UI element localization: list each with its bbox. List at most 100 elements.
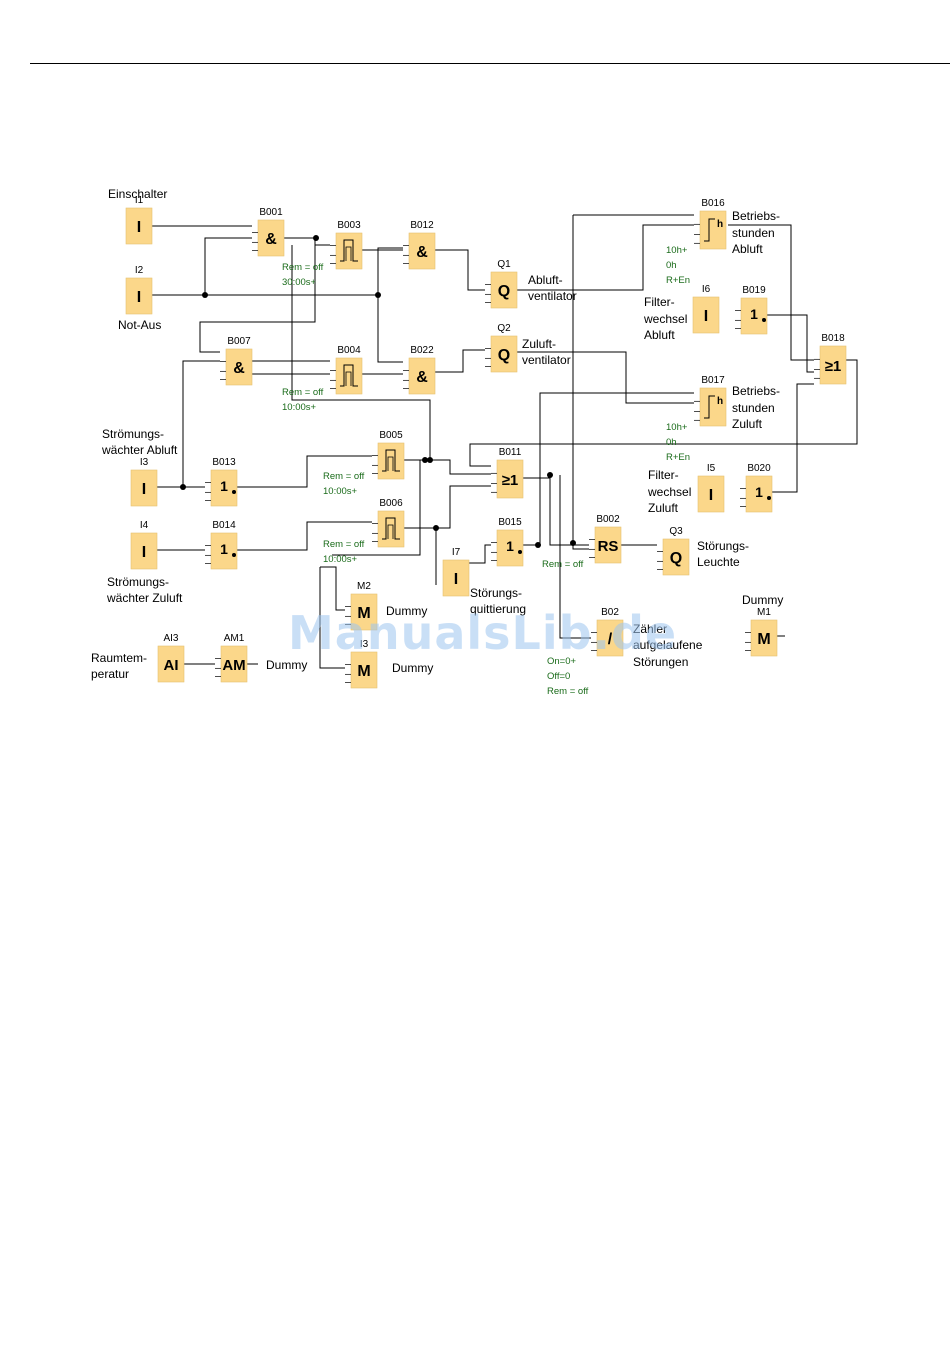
wire [332,460,421,556]
block-label-name2: wechsel [647,485,691,499]
wire [517,224,694,291]
block-id: I3 [360,639,369,650]
block-id: I7 [452,547,461,558]
block-label-name2: wächter Zuluft [106,591,183,605]
wire [767,314,814,373]
block-symbol: 1 [755,484,763,500]
block-id: AM1 [224,633,245,644]
wire [523,392,694,546]
block-body [125,207,153,245]
block-id: B001 [259,207,283,218]
param-p3: R+En [666,275,690,286]
block-label-name2: wechsel [643,312,687,326]
block-symbol: & [233,360,245,377]
block-id: B014 [212,520,236,531]
junction-dot [180,484,186,490]
block-label-name: Dummy [742,593,783,607]
block-symbol: & [416,244,428,261]
block-id: I6 [702,284,711,295]
block-id: B017 [701,375,725,386]
block-body [442,559,470,597]
hour-counter-icon [704,395,715,419]
block-symbol: M [757,631,770,648]
block-label-name2: stunden [732,226,775,240]
block-symbol: 1 [220,541,228,557]
pulse-icon [340,364,358,387]
block-body [125,277,153,315]
header-rule [30,63,950,64]
param-p1: Rem = off [323,539,365,550]
block-body [662,538,690,576]
wire [436,485,491,529]
param-p2: 30:00s+ [282,277,317,288]
block-label-name: Einschalter [108,187,167,201]
block-label-name2: quittierung [470,602,526,616]
pulse-icon-inner [345,371,352,386]
junction-dot [427,457,433,463]
block-symbol: I [137,219,141,236]
wire [237,455,372,488]
wire [572,215,589,550]
wire [284,237,330,246]
negation-dot [762,318,766,322]
block-body [157,645,185,683]
pulse-icon-inner [387,456,394,471]
param-p1: Rem = off [282,387,324,398]
block-body [496,459,524,499]
junction-dot [535,542,541,548]
block-label-name2: peratur [91,667,129,681]
block-id: B003 [337,220,361,231]
block-label-name1: Strömungs- [107,575,169,589]
wire [435,349,485,373]
block-label-name: Dummy [266,658,307,672]
block-label-name: Not-Aus [118,318,161,332]
block-symbol: ≥1 [502,472,519,489]
block-symbol: I [142,544,146,561]
block-symbol: Q [498,347,510,364]
pulse-icon-inner [345,246,352,261]
block-b001: B001& [252,207,285,257]
negation-dot [232,553,236,557]
block-id: M2 [357,581,371,592]
negation-dot [767,496,771,500]
block-body [594,526,622,564]
block-symbol: 1 [750,306,758,322]
wire [469,359,858,467]
wire [237,521,372,551]
block-id: Q3 [669,526,683,537]
param-p3: Rem = off [547,686,589,697]
block-body [750,619,778,657]
wire [320,566,345,611]
param-p2: 0h [666,260,677,271]
block-id: B007 [227,336,251,347]
pulse-icon [382,517,400,540]
wire [152,237,252,296]
block-symbol: 1 [506,538,514,554]
junction-dot [433,525,439,531]
block-body [220,645,248,683]
block-id: M1 [757,607,771,618]
block-body [819,345,847,385]
negation-dot [518,550,522,554]
block-b011: B011≥1 [491,447,524,499]
param-p1: 10h+ [666,245,688,256]
block-body [377,510,405,548]
block-symbol: Q [670,550,682,567]
block-id: I3 [140,457,149,468]
block-symbol: / [608,631,613,648]
block-label-name: Dummy [386,604,427,618]
block-label-name2: ventilator [528,289,577,303]
block-label-name3: Abluft [644,328,675,342]
